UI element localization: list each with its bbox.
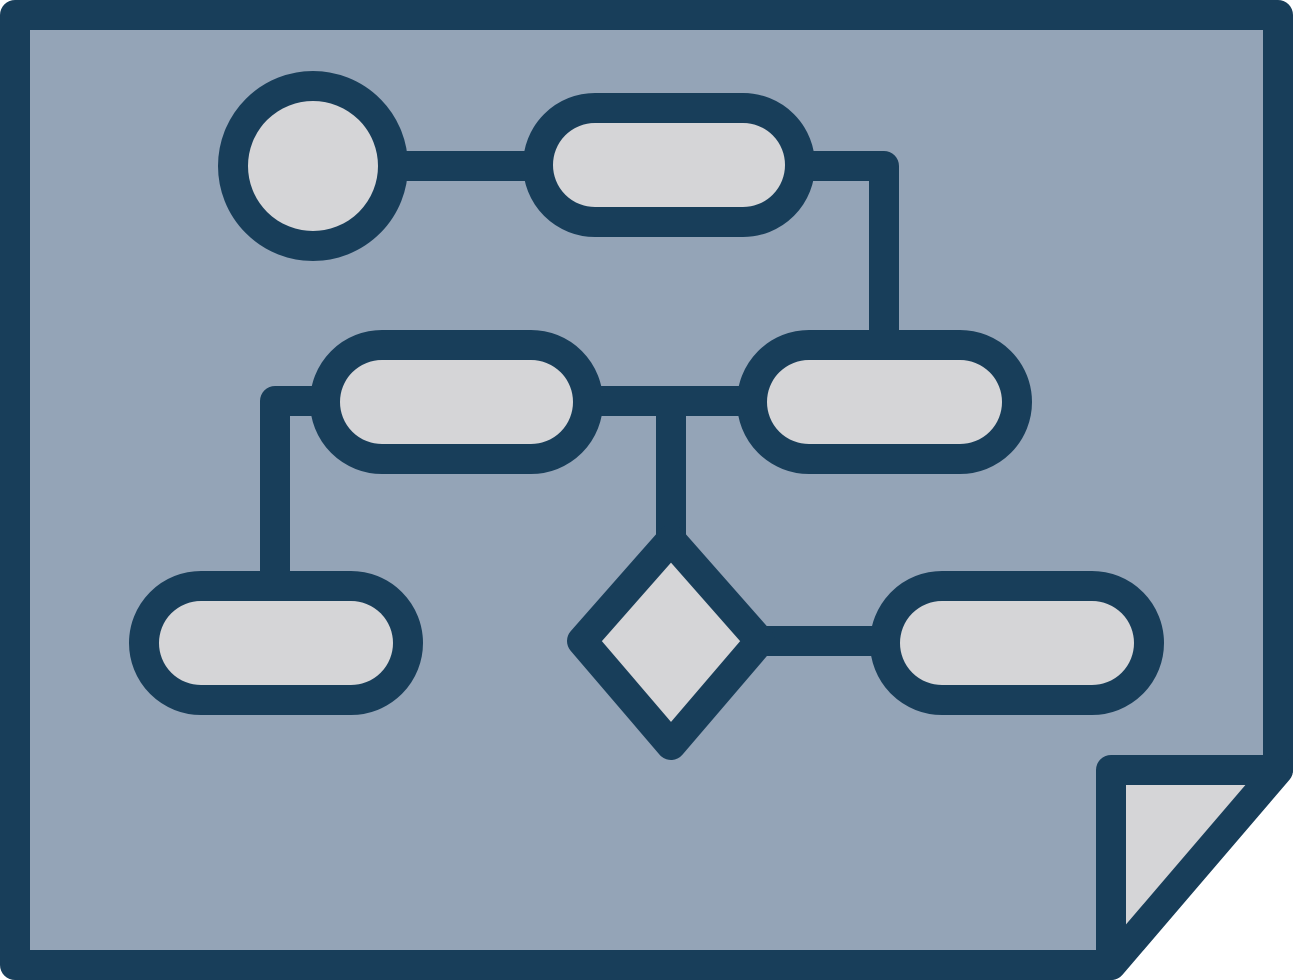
connector-process-top-to-process-mid-right (800, 151, 899, 345)
connector-lines (260, 151, 899, 656)
process-mid-left-node (310, 330, 603, 474)
process-bottom-left-node (129, 571, 423, 715)
connector-process-mid-left-to-process-bottom-left (260, 386, 325, 586)
decision-node-diamond (567, 525, 775, 760)
start-node-circle (218, 71, 408, 261)
process-bottom-right-node (870, 571, 1164, 715)
page-fold-corner (1096, 755, 1293, 980)
process-top-node (523, 93, 815, 237)
process-mid-right-node (737, 330, 1032, 474)
